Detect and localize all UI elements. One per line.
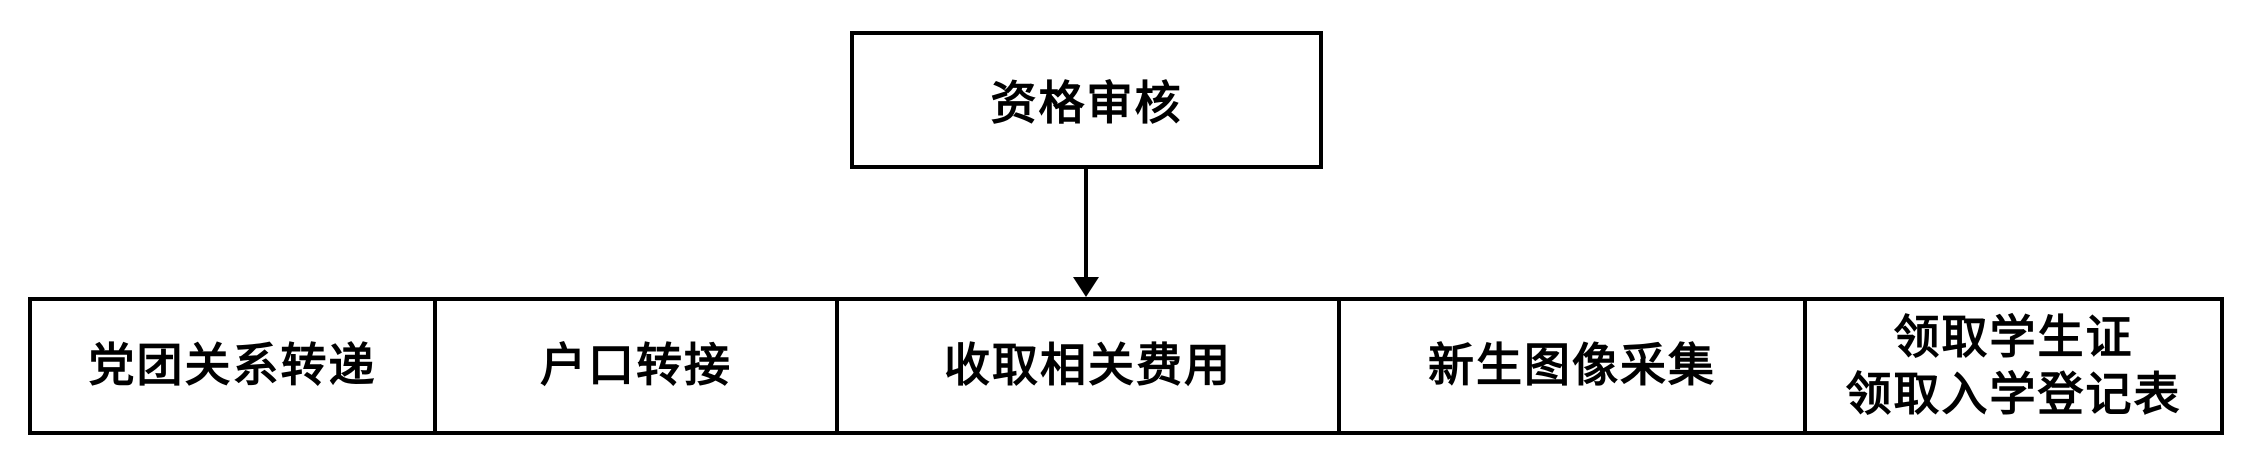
flow-steps-row: 党团关系转递 户口转接 收取相关费用 新生图像采集 领取学生证 领取入学登记表 xyxy=(28,297,2224,435)
flow-step-party-league-transfer: 党团关系转递 xyxy=(32,301,433,431)
flow-step-label: 户口转接 xyxy=(540,339,732,392)
down-arrow-icon xyxy=(1073,277,1099,297)
flow-step-label-line-2: 领取入学登记表 xyxy=(1845,368,2182,420)
flow-step-collect-fees: 收取相关费用 xyxy=(835,301,1337,431)
flow-step-label-line-1: 领取学生证 xyxy=(1893,310,2134,363)
flow-node-qualification-review: 资格审核 xyxy=(850,31,1323,169)
flow-node-label: 资格审核 xyxy=(990,77,1183,129)
flow-step-label: 新生图像采集 xyxy=(1428,339,1716,392)
flow-step-household-registration-transfer: 户口转接 xyxy=(433,301,835,431)
flow-step-collect-student-id-and-registration-form: 领取学生证 领取入学登记表 xyxy=(1803,301,2220,431)
flow-step-label: 收取相关费用 xyxy=(944,339,1232,392)
down-arrow-line xyxy=(1084,169,1088,281)
flow-step-freshman-image-capture: 新生图像采集 xyxy=(1337,301,1803,431)
flow-step-label: 党团关系转递 xyxy=(88,339,377,392)
